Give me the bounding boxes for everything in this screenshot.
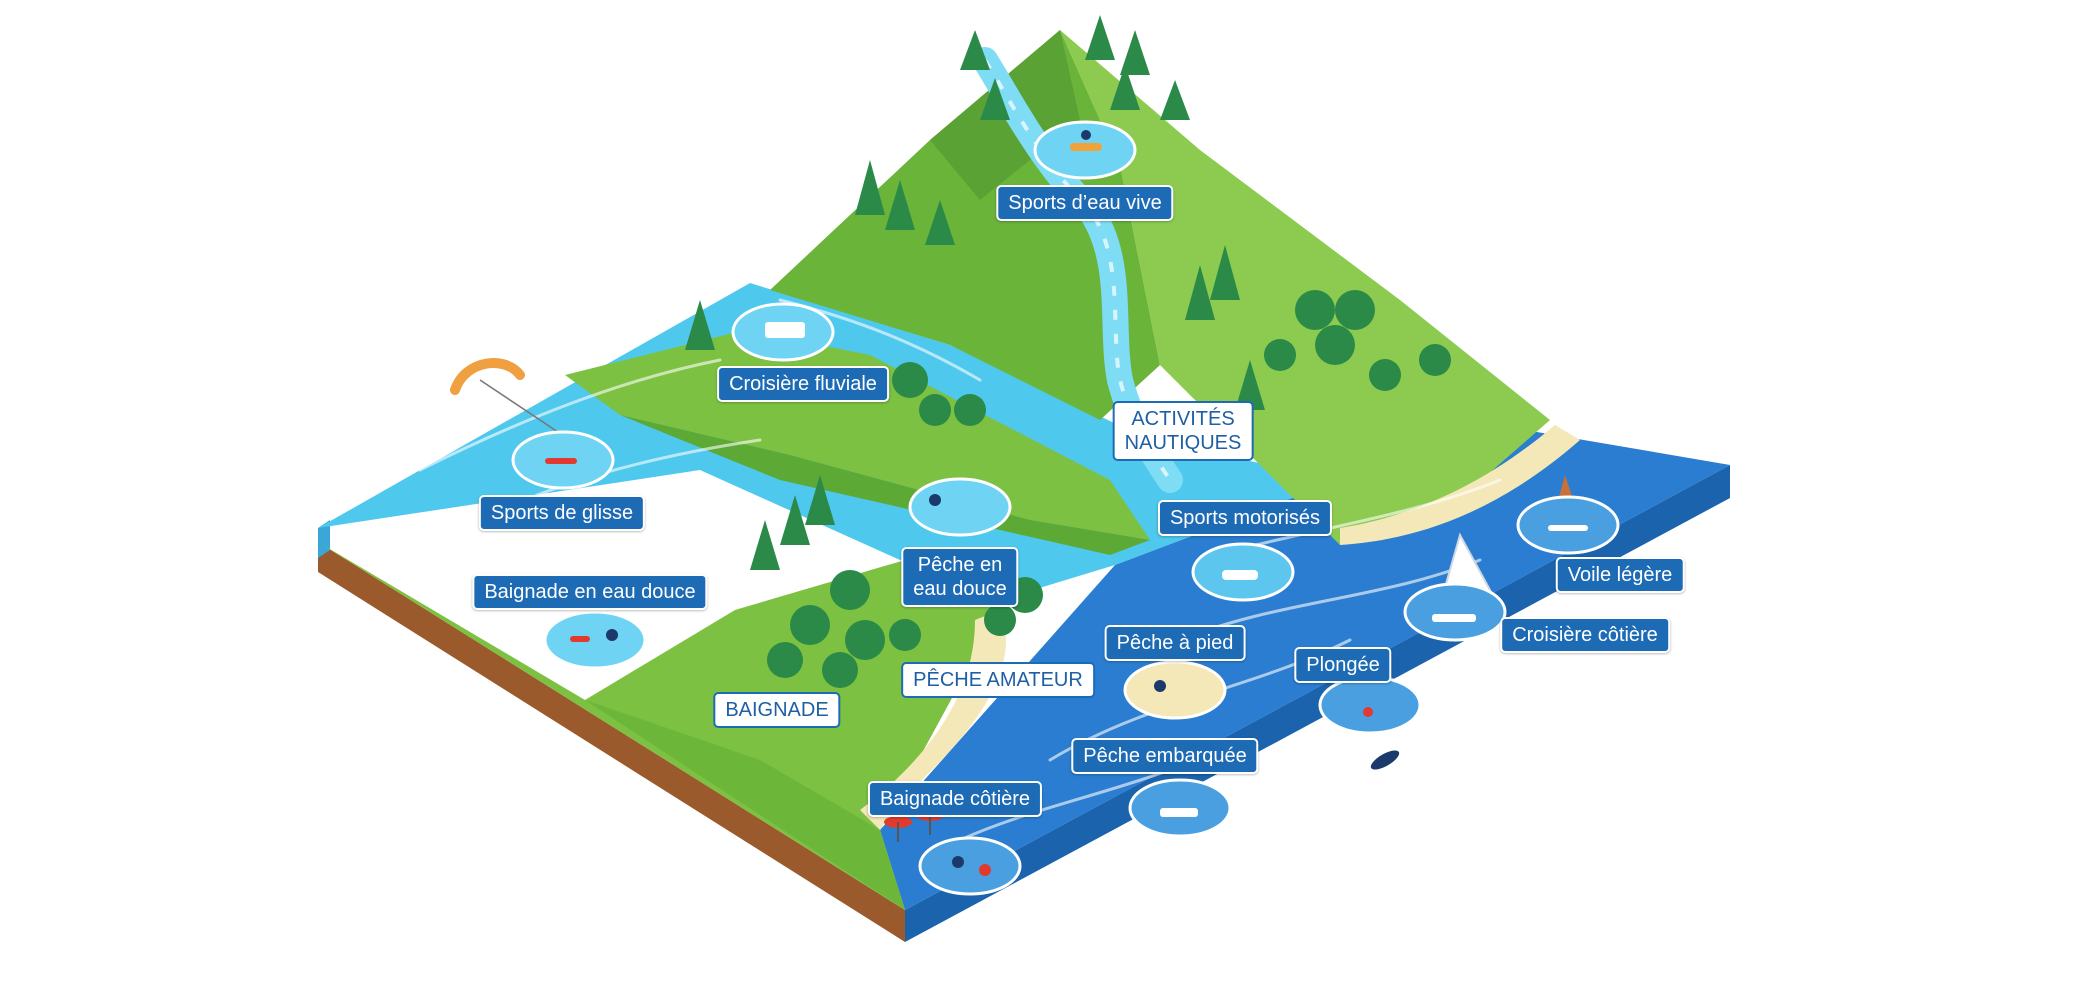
kite-icon: [450, 358, 571, 441]
activity-line: Sports d’eau vive: [1008, 192, 1162, 214]
activity-label-baignade-cotiere: Baignade côtière: [867, 781, 1043, 817]
shore-fishing-icon: [1123, 660, 1227, 720]
category-line: PÊCHE AMATEUR: [913, 669, 1083, 691]
mountain-stream-highlight: [983, 58, 1172, 482]
activity-line: eau douce: [913, 578, 1007, 600]
activity-label-croisiere-cotiere: Croisière côtière: [1500, 617, 1670, 653]
activity-line: Pêche à pied: [1116, 632, 1234, 654]
activity-line: Sports motorisés: [1169, 507, 1321, 529]
sailboat-icon: [1403, 582, 1507, 642]
angler-icon: [908, 477, 1012, 537]
activity-line: Croisière côtière: [1512, 624, 1658, 646]
category-label-peche: PÊCHE AMATEUR: [901, 662, 1095, 698]
activity-label-eau-vive: Sports d’eau vive: [996, 185, 1174, 221]
diver-icon: [1318, 675, 1422, 735]
activity-label-peche-douce: Pêche en eau douce: [901, 547, 1019, 607]
scuba-diver-icon: [1370, 750, 1400, 770]
activity-label-croisiere-fluviale: Croisière fluviale: [717, 366, 889, 402]
activity-line: Pêche en: [917, 554, 1003, 576]
right-beach: [1340, 425, 1580, 545]
activity-line: Baignade en eau douce: [484, 581, 696, 603]
beach-swimmers-icon: [918, 836, 1022, 896]
activity-bubbles: [511, 120, 1620, 896]
activity-line: Pêche embarquée: [1083, 745, 1247, 767]
trees: [685, 15, 1451, 688]
middle-peninsula: [565, 330, 1150, 540]
middle-peninsula-shade: [620, 415, 1150, 555]
sea-side-face: [905, 465, 1730, 942]
soil-side-face: [318, 542, 905, 942]
activity-label-voile: Voile légère: [1555, 557, 1685, 593]
activity-line: Plongée: [1306, 654, 1380, 676]
activity-label-glisse: Sports de glisse: [478, 495, 646, 531]
category-label-baignade: BAIGNADE: [713, 692, 841, 728]
activity-label-plongee: Plongée: [1294, 647, 1392, 683]
activity-line: Voile légère: [1567, 564, 1673, 586]
activity-label-peche-embarquee: Pêche embarquée: [1071, 738, 1259, 774]
activity-line: Sports de glisse: [490, 502, 634, 524]
activity-line: Baignade côtière: [879, 788, 1031, 810]
lower-left-shade: [585, 700, 905, 910]
water-strip-side: [318, 520, 330, 558]
category-line: ACTIVITÉS: [1131, 408, 1235, 430]
category-line: NAUTIQUES: [1124, 432, 1242, 454]
activity-line: Croisière fluviale: [729, 373, 877, 395]
category-line: BAIGNADE: [725, 699, 829, 721]
mountain-front-face: [1060, 30, 1550, 545]
activity-label-peche-pied: Pêche à pied: [1104, 625, 1246, 661]
activity-label-motorises: Sports motorisés: [1157, 500, 1333, 536]
swimmer-icon: [543, 610, 647, 670]
category-label-nautiques: ACTIVITÉS NAUTIQUES: [1112, 401, 1254, 461]
activity-label-baignade-douce: Baignade en eau douce: [472, 574, 708, 610]
activity-figures: [545, 130, 1588, 876]
